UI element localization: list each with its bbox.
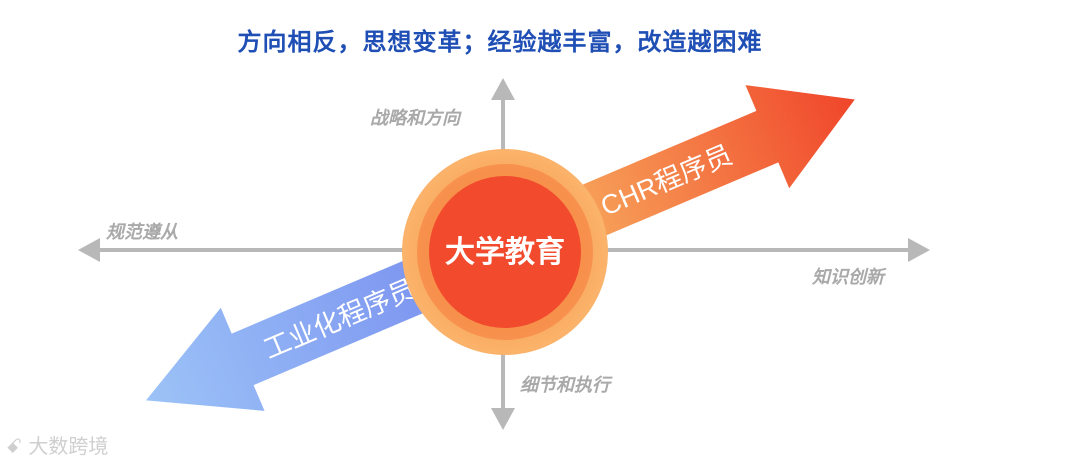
axis-label-right: 知识创新: [812, 267, 884, 288]
diagram-title: 方向相反，思想变革；经验越丰富，改造越困难: [237, 28, 763, 56]
watermark-logo-icon: ꗃ: [6, 434, 22, 458]
center-circle: 大学教育: [402, 149, 608, 355]
axis-label-left: 规范遵从: [106, 222, 178, 243]
watermark-text: 大数跨境: [28, 434, 109, 458]
axis-arrow-right-icon: [908, 238, 930, 262]
center-label: 大学教育: [445, 235, 565, 269]
axis-label-top: 战略和方向: [370, 108, 460, 129]
watermark: ꗃ 大数跨境: [6, 430, 108, 459]
axis-arrow-left-icon: [78, 238, 100, 262]
axis-label-bottom: 细节和执行: [520, 375, 610, 396]
axis-arrow-down-icon: [491, 408, 515, 430]
axis-arrow-up-icon: [491, 78, 515, 100]
